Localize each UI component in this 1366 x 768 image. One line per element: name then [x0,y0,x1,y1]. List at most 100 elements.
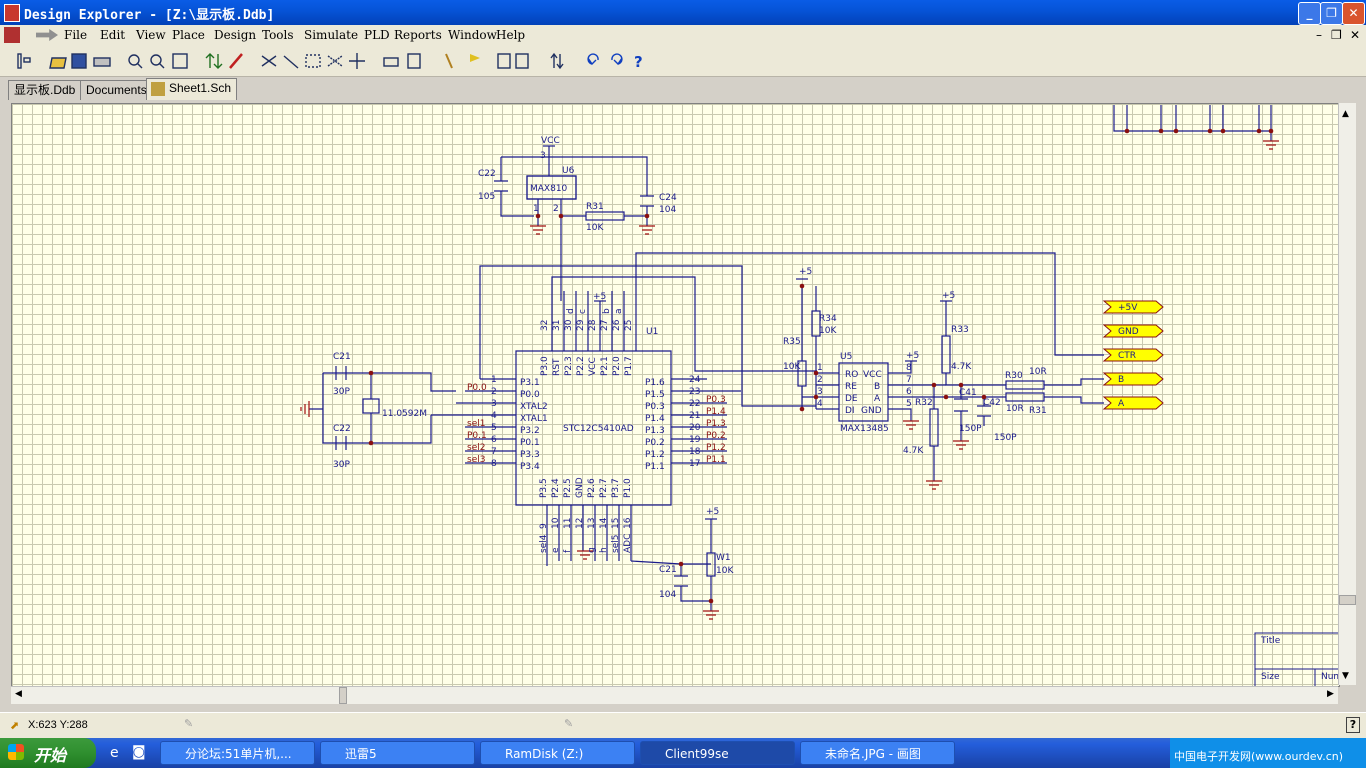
titleblock-title: Title [1260,636,1281,646]
u1-bottom-net-label: sel5 [611,535,621,553]
u5-num2: 2 [817,375,823,385]
open-folder-icon[interactable] [49,57,67,69]
task-forum[interactable]: 分论坛:51单片机,... [160,741,315,765]
close-button[interactable]: ✕ [1342,2,1365,25]
menu-view[interactable]: View [136,28,166,42]
u5-num1: 1 [817,363,823,373]
menu-place[interactable]: Place [172,28,205,42]
mdi-minimize-button[interactable]: – [1316,28,1322,42]
task-xunlei[interactable]: 迅雷5 [320,741,475,765]
u1-top-net-letter: d [566,308,576,314]
move-icon[interactable] [349,53,365,69]
power-stubs [543,145,952,520]
select-icon[interactable] [305,54,321,68]
vertical-scroll-thumb[interactable] [1339,595,1356,605]
right-net-label: P1.1 [706,455,726,465]
u1-bottom-pin-num: 12 [575,518,585,529]
u1-right-pin-name: P1.3 [645,426,665,436]
u1-left-pin-num: 4 [491,411,497,421]
horizontal-scrollbar[interactable]: ◀ ▶ [11,686,1338,704]
task-client99se[interactable]: Client99se [640,741,795,765]
u1-bottom-pin-num: 16 [623,517,633,529]
u1-left-pin-name: P3.1 [520,378,540,388]
u1-bottom-net-label: e [551,547,561,553]
ie-icon[interactable]: e [110,745,119,761]
port-5v [1102,300,1164,314]
u1-top-pin-num: 25 [624,320,634,331]
u5-ref: U5 [840,352,852,362]
menu-simulate[interactable]: Simulate [304,28,359,42]
minimize-button[interactable]: _ [1298,2,1321,25]
u1-top-pin-num: 32 [540,320,550,331]
c41-val: 150P [959,424,982,434]
start-button[interactable]: 开始 [0,738,96,768]
task-ramdisk[interactable]: RamDisk (Z:) [480,741,635,765]
quicklaunch-icon[interactable]: ◙ [132,744,146,760]
tree-icon[interactable] [17,53,31,69]
sort-icon[interactable] [550,52,564,70]
scroll-up-icon[interactable]: ▲ [1342,109,1349,119]
pencil-icon[interactable] [229,53,243,69]
deselect-icon[interactable] [327,55,343,67]
left-net-label: sel2 [467,443,485,453]
scroll-right-icon[interactable]: ▶ [1327,689,1334,699]
menu-help[interactable]: Help [496,28,526,42]
up-down-icon[interactable] [205,53,223,69]
component-icon[interactable] [383,57,399,67]
arrow-icon[interactable] [36,29,58,41]
print-icon[interactable] [93,57,111,67]
tab-ddb[interactable]: 显示板.Ddb [8,80,82,100]
u1-right-pin-name: P1.2 [645,450,665,460]
scissors-icon[interactable] [261,55,277,67]
zoom-out-icon[interactable] [150,54,165,69]
help-icon[interactable]: ? [634,53,643,71]
horizontal-scroll-thumb[interactable] [339,687,347,704]
right-net-label: P0.2 [706,431,726,441]
menu-pld[interactable]: PLD [364,28,390,42]
mdi-restore-button[interactable]: ❐ [1331,28,1342,42]
menu-reports[interactable]: Reports [394,28,442,42]
scroll-down-icon[interactable]: ▼ [1342,671,1349,681]
u1-right-pin-num: 19 [689,435,701,445]
task-paint[interactable]: 未命名.JPG - 画图 [800,741,955,765]
port-gnd-label: GND [1118,327,1139,337]
menu-design[interactable]: Design [214,28,257,42]
book-icon[interactable] [497,53,529,69]
menu-tools[interactable]: Tools [262,28,294,42]
c21b-val: 104 [659,590,676,600]
save-icon[interactable] [71,53,87,69]
zoom-in-icon[interactable] [128,54,143,69]
status-pencil-icon: ✎ [184,717,194,730]
maximize-button[interactable]: ❐ [1320,2,1343,25]
u1-right-pin-num: 22 [689,399,700,409]
wire-icon[interactable] [283,55,299,69]
app-icon[interactable] [4,4,20,22]
probe-icon[interactable] [445,53,453,69]
u1-top-pins: 32P3.031RST30P2.329P2.228VCC27P2.126P2.0… [540,308,634,376]
u1-left-pin-name: P3.2 [520,426,540,436]
port-ctr-label: CTR [1118,351,1136,361]
u1-bottom-pin-name: P3.5 [539,478,549,498]
scroll-left-icon[interactable]: ◀ [15,689,22,699]
u5-pin-b: B [874,382,880,392]
tab-documents[interactable]: Documents [80,80,153,100]
u5-num8: 8 [906,363,912,373]
flag-icon[interactable] [470,54,480,62]
u6-ref: U6 [562,166,575,176]
status-help-icon[interactable]: ? [1346,717,1360,733]
r35-ref: R35 [783,337,801,347]
undo-icon[interactable] [587,53,599,66]
doc-icon[interactable] [4,27,20,43]
library-icon[interactable] [407,53,421,69]
vertical-scrollbar[interactable]: ▲ ▼ [1338,103,1356,685]
schematic-canvas[interactable]: VCC U6 MAX810 3 1 2 C22 105 C24 104 R31 … [11,103,1340,687]
menu-edit[interactable]: Edit [100,28,126,42]
zoom-fit-icon[interactable] [172,53,188,69]
menu-file[interactable]: File [64,28,88,42]
mdi-close-button[interactable]: ✕ [1350,28,1361,42]
r30-val: 10R [1029,367,1047,377]
ground-symbols [300,140,1279,620]
tab-sheet1[interactable]: Sheet1.Sch [146,78,238,100]
redo-icon[interactable] [611,53,623,66]
menu-window[interactable]: Window [448,28,497,42]
